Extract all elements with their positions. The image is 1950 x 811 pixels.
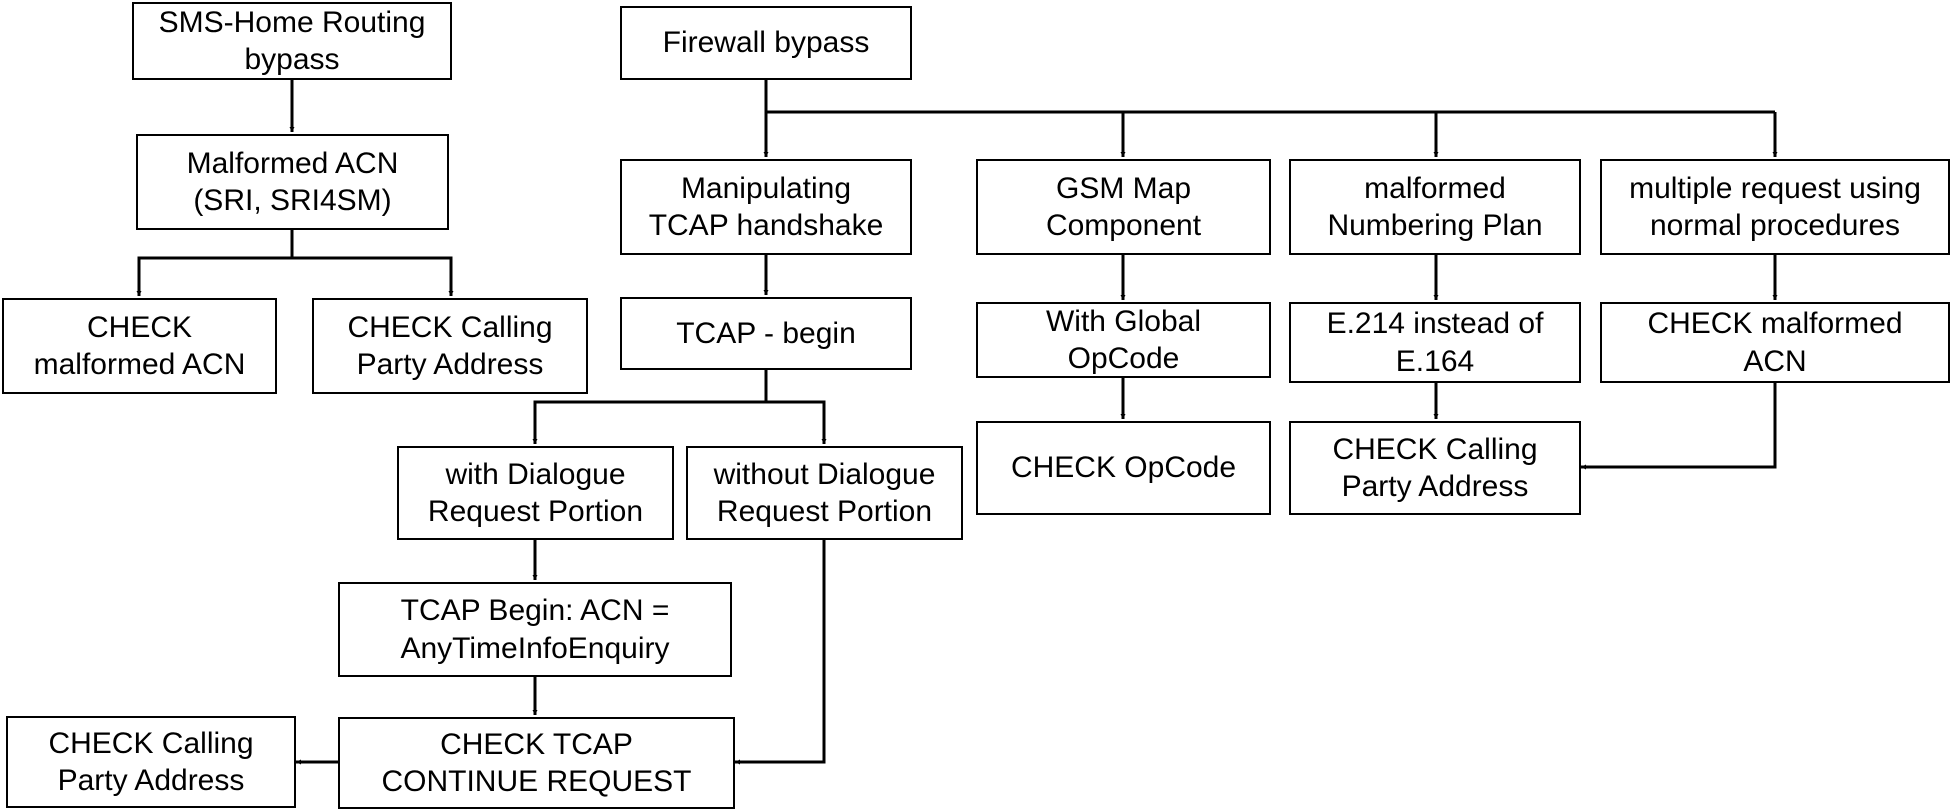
node-without-dialogue-request-portion: without Dialogue Request Portion <box>686 446 963 540</box>
node-check-calling-party-address-right: CHECK Calling Party Address <box>1289 421 1581 515</box>
node-with-global-opcode: With Global OpCode <box>976 302 1271 378</box>
edge-without-to-continue <box>735 540 826 765</box>
node-sms-home-routing-bypass: SMS-Home Routing bypass <box>132 2 452 80</box>
node-gsm-map-component: GSM Map Component <box>976 159 1271 255</box>
node-manipulating-tcap-handshake: Manipulating TCAP handshake <box>620 159 912 255</box>
node-check-opcode: CHECK OpCode <box>976 421 1271 515</box>
node-check-calling-party-address-left: CHECK Calling Party Address <box>312 298 588 394</box>
node-with-dialogue-request-portion: with Dialogue Request Portion <box>397 446 674 540</box>
edge-tcap-begin-to-with <box>532 370 768 444</box>
node-check-tcap-continue-request: CHECK TCAP CONTINUE REQUEST <box>338 717 735 809</box>
node-check-malformed-acn-right: CHECK malformed ACN <box>1600 302 1950 383</box>
node-e214-instead-of-e164: E.214 instead of E.164 <box>1289 302 1581 383</box>
node-tcap-begin-acn-anytimeinfoenquiry: TCAP Begin: ACN = AnyTimeInfoEnquiry <box>338 582 732 677</box>
node-check-calling-party-address-bottom: CHECK Calling Party Address <box>6 716 296 808</box>
node-firewall-bypass: Firewall bypass <box>620 6 912 80</box>
edge-tcap-begin-to-without <box>766 400 827 444</box>
node-multiple-request-normal-procedures: multiple request using normal procedures <box>1600 159 1950 255</box>
edge-check-acn-to-check-cpa <box>1581 383 1777 470</box>
node-check-malformed-acn-left: CHECK malformed ACN <box>2 298 277 394</box>
edge-malformed-acn-to-check-cpa <box>292 256 454 296</box>
node-malformed-numbering-plan: malformed Numbering Plan <box>1289 159 1581 255</box>
node-tcap-begin: TCAP - begin <box>620 297 912 370</box>
node-malformed-acn: Malformed ACN (SRI, SRI4SM) <box>136 134 449 230</box>
edge-malformed-acn-to-check-acn <box>136 230 294 296</box>
